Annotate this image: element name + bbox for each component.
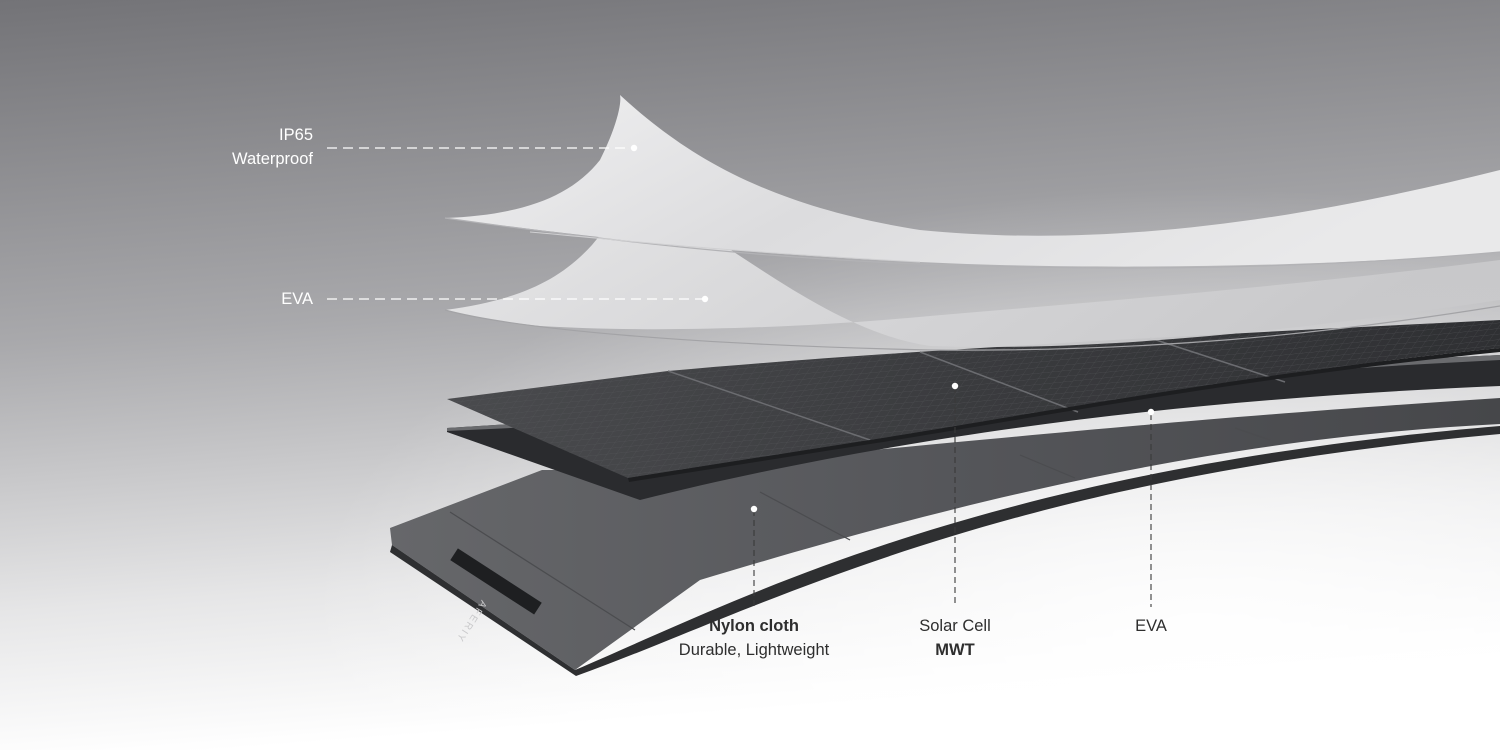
callout-ip65-line2: Waterproof (231, 150, 313, 168)
callout-solar-line2: MWT (935, 641, 975, 659)
callout-eva-top: EVA (281, 287, 313, 311)
waterproof-film-crease (529, 231, 921, 263)
nylon-fold-line (1234, 427, 1271, 441)
callout-leaders (327, 144, 1155, 607)
callout-solar: Solar Cell MWT (885, 614, 1025, 662)
waterproof-film-layer (445, 95, 1500, 267)
callout-eva-bottom-line1: EVA (1135, 617, 1167, 635)
solar-cell-grid (447, 320, 1500, 478)
solar-cell-gap (1149, 337, 1286, 383)
callout-eva-top-line1: EVA (281, 290, 313, 308)
eva-film-edge (444, 305, 1500, 351)
solar-cell-edge (628, 348, 1500, 482)
callout-ip65: IP65 Waterproof (232, 123, 313, 171)
nylon-fold-line (1019, 454, 1076, 479)
ip65-dot (630, 144, 638, 152)
callout-nylon-line1: Nylon cloth (709, 617, 799, 635)
callout-ip65-line1: IP65 (279, 126, 313, 144)
eva-film-layer (445, 186, 1500, 347)
solar-cell-gap (919, 351, 1079, 413)
solar-dot (951, 382, 959, 390)
nylon-fold-line (759, 491, 851, 541)
nylon-fold-line (449, 511, 636, 631)
nylon-dot (750, 505, 758, 513)
solar-cell-gap (667, 370, 871, 441)
callout-eva-bottom: EVA (1101, 614, 1201, 638)
callout-solar-line1: Solar Cell (919, 617, 991, 635)
callout-nylon-line2: Durable, Lightweight (678, 641, 830, 659)
eva-bottom-dot (1147, 408, 1155, 416)
callout-nylon: Nylon cloth Durable, Lightweight (654, 614, 854, 662)
eva-top-dot (701, 295, 709, 303)
nylon-cloth-layer (390, 398, 1500, 670)
